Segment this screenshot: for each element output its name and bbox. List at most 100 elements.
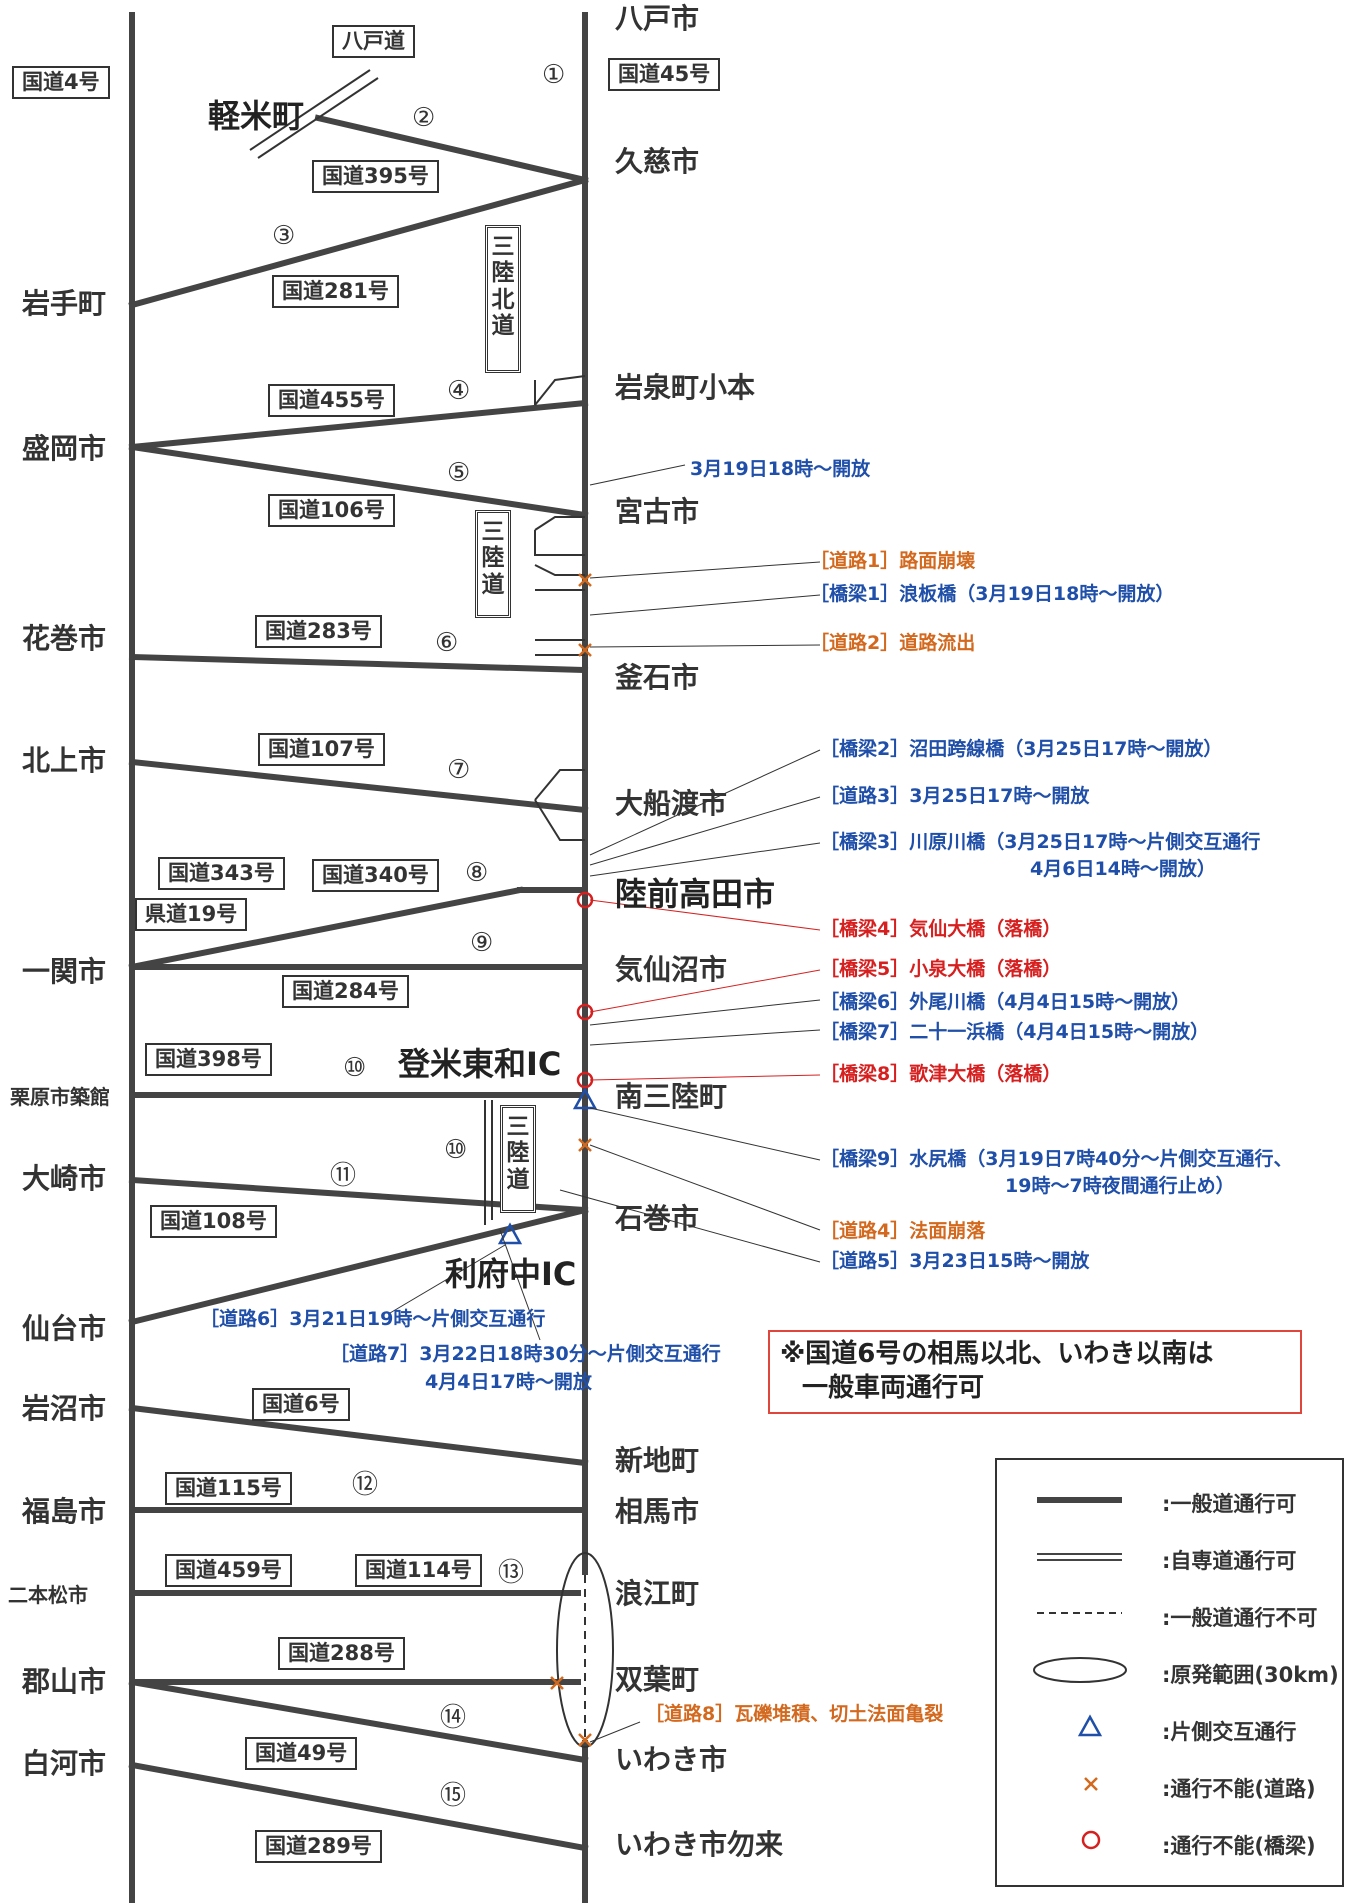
route-box-49: 国道49号: [245, 1737, 358, 1770]
city-kuji: 久慈市: [615, 145, 700, 178]
route455-link: [128, 399, 589, 451]
note-box: ※国道6号の相馬以北、いわき以南は 一般車両通行可: [768, 1330, 1302, 1414]
place-hachinohe-road: 八戸道: [332, 25, 415, 58]
city-fukushima: 福島市: [22, 1495, 107, 1528]
city-minamisanriku: 南三陸町: [615, 1080, 728, 1113]
route-box-340: 国道340号: [312, 859, 439, 892]
route-box-281: 国道281号: [272, 275, 399, 308]
expressway-sanriku-2: 三陸道: [500, 1105, 536, 1213]
city-koriyama: 郡山市: [22, 1665, 107, 1698]
route289-link: [128, 1761, 589, 1852]
city-morioka: 盛岡市: [22, 432, 107, 465]
expressway-sanriku-kita: 三陸北道: [485, 225, 521, 373]
city-ichinoseki: 一関市: [22, 955, 107, 988]
route-number-9: ⑨: [470, 928, 494, 958]
route-number-4: ④: [447, 376, 471, 406]
legend: :一般道通行可 :自専道通行可 :一般道通行不可 :原発範囲(30km) :片側…: [995, 1458, 1344, 1887]
note-line-1: ※国道6号の相馬以北、いわき以南は: [780, 1339, 1214, 1369]
route-number-8: ⑧: [465, 858, 489, 888]
route-number-3: ③: [272, 221, 296, 251]
route-number-13: ⑬: [498, 1558, 525, 1588]
annotation-bridge7: ［橋梁7］二十一浜橋（4月4日15時～開放）: [820, 1021, 1210, 1043]
legend-general-road: :一般道通行可: [1162, 1492, 1297, 1516]
city-shinchi: 新地町: [615, 1444, 700, 1477]
nuclear-range-ellipse: [556, 1552, 614, 1748]
annotation-road3: ［道路3］3月25日17時～開放: [820, 785, 1090, 807]
annotation-road7-b: 4月4日17時～開放: [425, 1371, 592, 1393]
route106-link: [128, 443, 589, 519]
city-soma: 相馬市: [615, 1495, 700, 1528]
annotation-bridge5: ［橋梁5］小泉大橋（落橋）: [820, 958, 1062, 980]
city-osaki: 大崎市: [22, 1162, 107, 1195]
route-number-6: ⑥: [435, 628, 459, 658]
route-box-398: 国道398号: [145, 1043, 272, 1076]
city-futaba: 双葉町: [615, 1663, 700, 1696]
annotation-road4: ［道路4］法面崩落: [820, 1220, 986, 1242]
route-box-283: 国道283号: [255, 615, 382, 648]
legend-impassable-bridge: :通行不能(橋梁): [1162, 1834, 1316, 1858]
route-box-4: 国道4号: [12, 66, 110, 99]
annotation-bridge9: ［橋梁9］水尻橋（3月19日7時40分～片側交互通行、: [820, 1148, 1293, 1170]
route-box-289: 国道289号: [255, 1830, 382, 1863]
route-box-115: 国道115号: [165, 1472, 292, 1505]
route-box-108: 国道108号: [150, 1205, 277, 1238]
route107-link: [128, 758, 589, 814]
city-hanamaki: 花巻市: [22, 622, 107, 655]
annotation-road7: ［道路7］3月22日18時30分～片側交互通行: [330, 1343, 721, 1365]
legend-expressway: :自専道通行可: [1162, 1549, 1297, 1573]
route-number-12: ⑫: [352, 1470, 379, 1500]
route-box-459: 国道459号: [165, 1554, 292, 1587]
city-namie: 浪江町: [615, 1577, 700, 1610]
route-box-343: 国道343号: [158, 857, 285, 890]
city-ofunato: 大船渡市: [615, 787, 728, 820]
route-number-5: ⑤: [447, 458, 471, 488]
city-ishinomaki: 石巻市: [615, 1202, 700, 1235]
annotation-road8: ［道路8］瓦礫堆積、切土法面亀裂: [645, 1703, 944, 1725]
place-rifu-ic: 利府中IC: [445, 1255, 577, 1293]
annotation-bridge9-b: 19時～7時夜間通行止め）: [1005, 1175, 1235, 1197]
annotation-road2: ［道路2］道路流出: [810, 632, 976, 654]
annotation-road1: ［道路1］路面崩壊: [810, 550, 976, 572]
annotation-bridge4: ［橋梁4］気仙大橋（落橋）: [820, 918, 1062, 940]
route343-link: [128, 886, 524, 971]
annotation-bridge6: ［橋梁6］外尾川橋（4月4日15時～開放）: [820, 991, 1191, 1013]
route-number-10: ⑩: [343, 1053, 367, 1083]
route-box-107: 国道107号: [258, 733, 385, 766]
annotation-bridge3-b: 4月6日14時～開放）: [1030, 858, 1216, 880]
legend-impassable-road: :通行不能(道路): [1162, 1777, 1316, 1801]
city-sendai: 仙台市: [22, 1312, 107, 1345]
route-box-455: 国道455号: [268, 384, 395, 417]
city-iwaki-nakoso: いわき市勿来: [615, 1828, 784, 1861]
route49-link: [128, 1678, 589, 1764]
city-iwanuma: 岩沼市: [22, 1392, 107, 1425]
city-kurihara: 栗原市築館: [10, 1085, 110, 1109]
city-kitakami: 北上市: [22, 744, 107, 777]
annotation-road6: ［道路6］3月21日19時～片側交互通行: [200, 1308, 546, 1330]
city-miyako: 宮古市: [615, 495, 700, 528]
route-box-284: 国道284号: [282, 975, 409, 1008]
legend-alternate-traffic: :片側交互通行: [1162, 1720, 1297, 1744]
route-box-106: 国道106号: [268, 494, 395, 527]
route-number-14: ⑭: [440, 1703, 467, 1733]
annotation-bridge3: ［橋梁3］川原川橋（3月25日17時～片側交互通行: [820, 831, 1261, 853]
route-box-p19: 県道19号: [135, 898, 248, 931]
route-number-15: ⑮: [440, 1781, 467, 1811]
legend-nuclear-range: :原発範囲(30km): [1162, 1663, 1339, 1687]
city-kamaishi: 釜石市: [615, 661, 700, 694]
route283-link: [128, 653, 589, 674]
city-iwaizumi: 岩泉町小本: [615, 371, 756, 404]
city-rikuzentakata: 陸前高田市: [615, 875, 776, 913]
city-shirakawa: 白河市: [22, 1747, 107, 1780]
route281-link: [128, 176, 589, 309]
route395-link: [314, 114, 589, 184]
route-number-7: ⑦: [447, 755, 471, 785]
place-tome-ic: 登米東和IC: [398, 1045, 562, 1083]
annotation-bridge8: ［橋梁8］歌津大橋（落橋）: [820, 1063, 1062, 1085]
route-number-1: ①: [542, 60, 566, 90]
place-karumai: 軽米町: [208, 97, 305, 135]
annotation-bridge2: ［橋梁2］沼田跨線橋（3月25日17時～開放）: [820, 738, 1223, 760]
note-line-2: 一般車両通行可: [802, 1372, 985, 1403]
route6-link: [128, 1404, 589, 1467]
city-kesennuma: 気仙沼市: [615, 953, 728, 986]
